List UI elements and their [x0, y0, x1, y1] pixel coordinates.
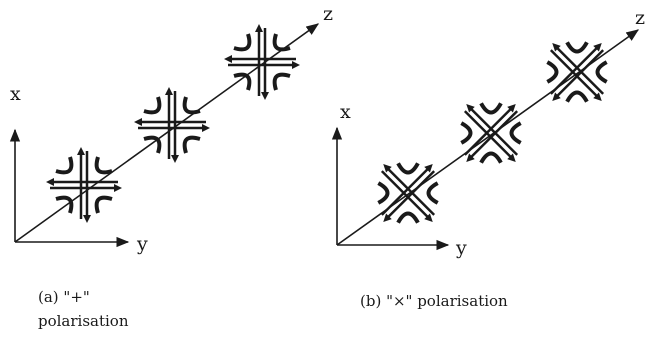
cross-pattern-1 [352, 137, 464, 249]
cross-pattern-3 [521, 16, 633, 128]
panel-b-y-label: y [455, 237, 467, 259]
panel-a-x-label: x [10, 83, 21, 105]
panel-a-z-axis [14, 23, 320, 243]
panel-b: x y z [331, 7, 645, 259]
panel-b-caption: (b) "×" polarisation [360, 292, 508, 310]
cross-pattern-2 [435, 77, 547, 189]
panel-b-z-label: z [635, 7, 645, 29]
panel-b-z-axis [336, 29, 640, 246]
plus-pattern-2 [132, 85, 212, 165]
panel-b-x-label: x [340, 101, 351, 123]
panel-a-y-label: y [136, 233, 148, 255]
panel-a: x y z [9, 3, 333, 255]
panel-a-caption-line2: polarisation [38, 312, 129, 330]
panel-a-z-label: z [323, 3, 333, 25]
panel-a-caption-line1: (a) "+" [38, 288, 90, 306]
plus-pattern-3 [222, 22, 302, 102]
